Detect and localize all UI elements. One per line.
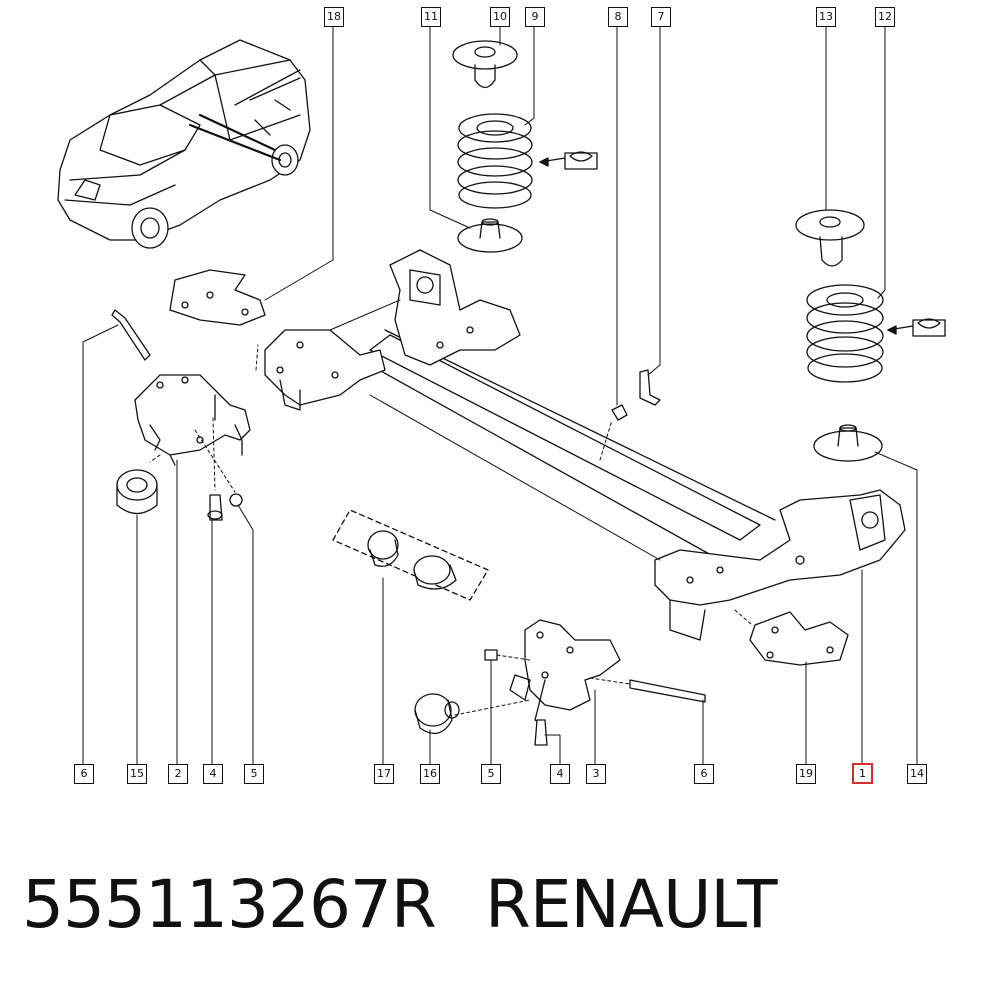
- plate-19: [750, 612, 848, 665]
- callout-label: 19: [796, 764, 816, 784]
- left-mount: [265, 250, 520, 410]
- callout-label: 15: [127, 764, 147, 784]
- callout-label: 4: [550, 764, 570, 784]
- brand-name: RENAULT: [485, 866, 777, 943]
- right-spring-set: [796, 210, 883, 461]
- callout-label: 3: [586, 764, 606, 784]
- left-spring-set: [453, 41, 532, 252]
- callout-label-highlighted: 1: [852, 763, 873, 784]
- callout-label: 4: [203, 764, 223, 784]
- callout-label: 12: [875, 7, 895, 27]
- bushing-kit: [333, 510, 488, 600]
- callout-label: 2: [168, 764, 188, 784]
- left-bracket: [112, 310, 250, 520]
- parts-diagram: 18 11 10 9 8 7 13 12 6 15 2 4 5 17 16 5 …: [0, 0, 1000, 840]
- leader-lines: [83, 25, 917, 765]
- callout-label: 13: [816, 7, 836, 27]
- plate-18: [170, 270, 265, 325]
- callout-label: 7: [651, 7, 671, 27]
- small-bracket: [612, 370, 660, 420]
- right-mount: [655, 490, 905, 640]
- callout-label: 18: [324, 7, 344, 27]
- torque-symbol-icon: [540, 152, 945, 336]
- callout-label: 5: [481, 764, 501, 784]
- callout-label: 14: [907, 764, 927, 784]
- callout-label: 5: [244, 764, 264, 784]
- right-bracket: [415, 620, 705, 745]
- part-number: 555113267R: [22, 866, 437, 943]
- callout-label: 16: [420, 764, 440, 784]
- callout-label: 11: [421, 7, 441, 27]
- axle-beam: [370, 330, 775, 560]
- callout-label: 17: [374, 764, 394, 784]
- diagram-drawing: [0, 0, 1000, 840]
- callout-label: 8: [608, 7, 628, 27]
- callout-label: 10: [490, 7, 510, 27]
- callout-label: 6: [74, 764, 94, 784]
- callout-label: 9: [525, 7, 545, 27]
- callout-label: 6: [694, 764, 714, 784]
- van-illustration: [58, 40, 310, 248]
